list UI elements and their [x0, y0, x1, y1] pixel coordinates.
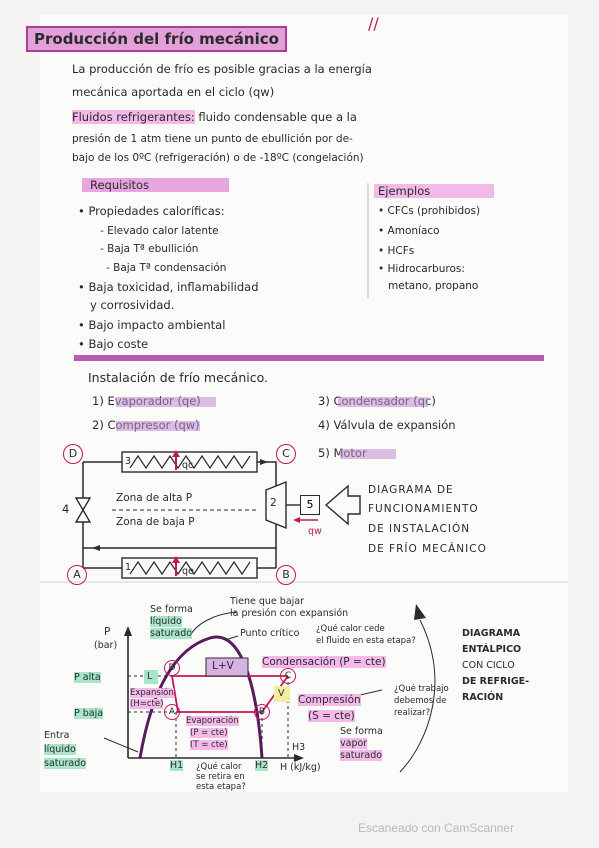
diagram1-caption-2: FUNCIONAMIENTO	[368, 503, 479, 515]
compressor-number: 2	[270, 497, 277, 509]
que-trabajo-2: debemos de	[394, 696, 447, 706]
requisito-item: - Baja Tª condensación	[106, 262, 227, 274]
fluidos-line-2: presión de 1 atm tiene un punto de ebull…	[72, 133, 353, 145]
entra-label-2: líquido	[44, 744, 76, 755]
requisito-item: • Bajo coste	[78, 337, 149, 351]
intro-line-1: La producción de frío es posible gracias…	[72, 62, 372, 76]
point-D-marker: D	[63, 444, 83, 464]
requisito-item: • Bajo impacto ambiental	[78, 318, 226, 332]
q-calor-3: esta etapa?	[196, 782, 246, 792]
scanner-watermark: Escaneado con CamScanner	[358, 821, 515, 835]
evaporacion-label-1: Evaporación	[186, 716, 239, 726]
se-forma-vapor-1: Se forma	[340, 726, 383, 737]
que-calor-line-2: el fluido en esta etapa?	[316, 636, 416, 646]
emphasis-marks: //	[368, 14, 379, 33]
fluidos-line-1: fluido condensable que a la	[198, 110, 357, 124]
instalacion-title: Instalación de frío mecánico.	[88, 370, 269, 385]
requisito-item: y corrosividad.	[90, 298, 175, 312]
page-title: Producción del frío mecánico	[26, 26, 287, 52]
diagram2-caption-3: CON CICLO	[462, 660, 515, 671]
cycle-point-D: D	[164, 660, 180, 676]
entra-label-1: Entra	[44, 730, 70, 741]
diagram1-caption-1: DIAGRAMA DE	[368, 484, 454, 496]
q-calor-1: ¿Qué calor	[196, 762, 242, 772]
diagram2-caption-1: DIAGRAMA	[462, 628, 521, 639]
requisito-item: • Propiedades caloríficas:	[78, 204, 225, 218]
cycle-point-B: B	[254, 704, 270, 720]
condenser-number: 3	[125, 456, 132, 467]
punto-critico-label: Punto crítico	[240, 628, 300, 639]
motor-box: 5	[300, 495, 320, 515]
diagram2-caption-2: ENTÁLPICO	[462, 644, 522, 655]
diagram2-caption-5: RACIÓN	[462, 692, 504, 703]
h3-label: H3	[292, 742, 306, 753]
requisito-item: - Elevado calor latente	[100, 225, 219, 237]
fluidos-line-3: bajo de los 0ºC (refrigeración) o de -18…	[72, 152, 364, 164]
se-forma-vapor-3: saturado	[340, 750, 383, 761]
expansion-label-2: (H=cte)	[130, 699, 164, 709]
saturado-label: saturado	[150, 628, 193, 639]
fluidos-heading: Fluidos refrigerantes:	[72, 110, 195, 124]
ejemplo-item: metano, propano	[388, 280, 479, 292]
p-baja-label: P baja	[74, 708, 104, 719]
h-axis-label: H (kJ/kg)	[280, 762, 321, 773]
ejemplo-item: • Hidrocarburos:	[378, 263, 465, 275]
vapor-point-label: V	[278, 688, 285, 699]
compresion-label-2: (S = cte)	[308, 710, 355, 722]
entra-label-3: saturado	[44, 758, 87, 769]
liquid-vapor-region: L+V	[212, 660, 234, 672]
que-trabajo-3: realizar?	[394, 708, 431, 718]
liquido-label: líquido	[150, 616, 182, 627]
se-forma-vapor-2: vapor	[340, 738, 368, 749]
axis-p-unit: (bar)	[94, 640, 118, 651]
point-B-marker: B	[276, 565, 296, 585]
liquid-point-label: L	[147, 671, 153, 682]
axis-p-label: P	[104, 626, 111, 638]
cycle-point-A: A	[164, 704, 180, 720]
cycle-point-C: C	[280, 668, 296, 684]
se-forma-label: Se forma	[150, 604, 193, 615]
ejemplo-item: • Amoníaco	[378, 225, 440, 237]
valve-number: 4	[62, 502, 70, 516]
diagram1-caption-3: DE INSTALACIÓN	[368, 523, 471, 535]
que-trabajo-1: ¿Qué trabajo	[394, 684, 449, 694]
expansion-label-1: Expansión	[130, 688, 174, 698]
h2-label: H2	[255, 760, 269, 771]
zona-alta-label: Zona de alta P	[116, 492, 193, 504]
diagram2-caption-4: DE REFRIGE-	[462, 676, 530, 687]
ejemplos-title: Ejemplos	[374, 184, 495, 198]
ejemplo-item: • CFCs (prohibidos)	[378, 205, 481, 217]
q-calor-2: se retira en	[196, 772, 245, 782]
evaporacion-label-2: (P = cte)	[190, 728, 228, 738]
ejemplo-item: • HCFs	[378, 245, 415, 257]
qc-label: qc	[182, 460, 194, 471]
intro-line-2: mecánica aportada en el ciclo (qw)	[72, 85, 275, 99]
requisito-item: • Baja toxicidad, inflamabilidad	[78, 280, 259, 294]
requisito-item: - Baja Tª ebullición	[100, 243, 199, 255]
evaporator-number: 1	[125, 562, 132, 573]
qw-label: qw	[308, 526, 322, 537]
p-alta-label: P alta	[74, 672, 101, 683]
evaporacion-label-3: (T = cte)	[190, 740, 228, 750]
compresion-label-1: Compresión	[298, 694, 361, 706]
que-calor-line-1: ¿Qué calor cede	[316, 624, 385, 634]
point-C-marker: C	[276, 444, 296, 464]
qe-label: qe	[182, 566, 194, 577]
point-A-marker: A	[67, 565, 87, 585]
diagram1-caption-4: DE FRÍO MECÁNICO	[368, 543, 487, 555]
componente-valvula: 4) Válvula de expansión	[318, 418, 456, 432]
zona-baja-label: Zona de baja P	[116, 516, 195, 528]
requisitos-title: Requisitos	[82, 178, 230, 192]
h1-label: H1	[170, 760, 184, 771]
condensacion-label: Condensación (P = cte)	[262, 656, 386, 668]
note-top-2: la presión con expansión	[230, 608, 349, 619]
note-top-1: Tiene que bajar	[230, 596, 305, 607]
